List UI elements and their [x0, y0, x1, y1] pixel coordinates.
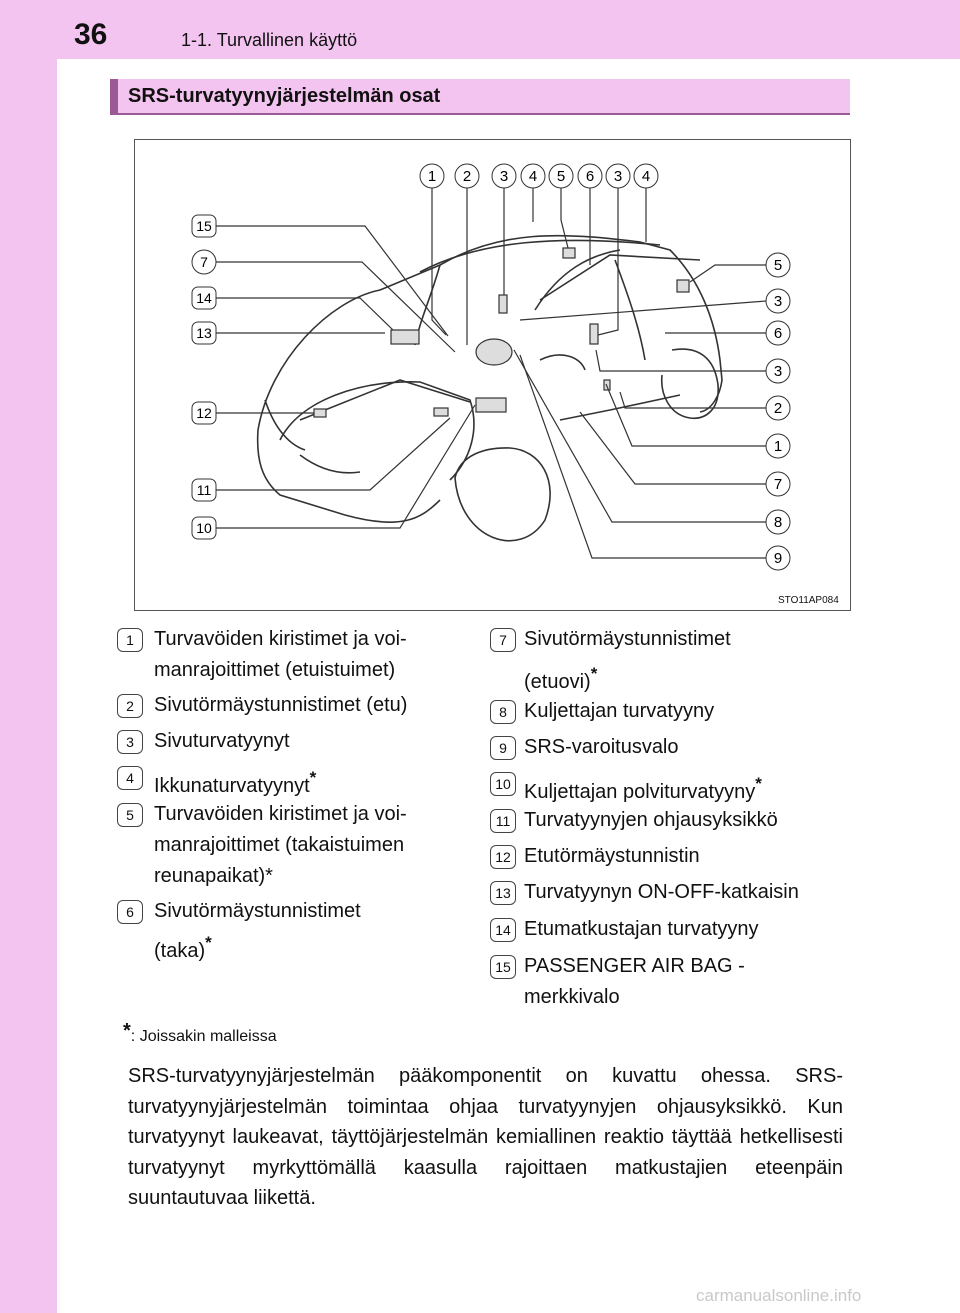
- legend-num-10: 10: [490, 772, 516, 796]
- callout-top-5: 5: [557, 168, 565, 185]
- legend-text-9: SRS-varoitusvalo: [524, 736, 679, 758]
- legend-text-1a: Turvavöiden kiristimet ja voi-: [154, 628, 407, 650]
- callout-right-9: 9: [774, 550, 782, 567]
- legend-text-7b: (etuovi)*: [524, 664, 598, 693]
- airbag-diagram: [134, 139, 851, 611]
- legend-num-5: 5: [117, 803, 143, 827]
- legend-num-4: 4: [117, 766, 143, 790]
- legend-text-13: Turvatyynyn ON-OFF-katkaisin: [524, 881, 799, 903]
- legend-text-14: Etumatkustajan turvatyyny: [524, 918, 759, 940]
- left-callouts: 15 7 14 13 12 11 10: [191, 214, 476, 540]
- side-strip: [0, 0, 57, 1313]
- top-callouts: 1 2 3 4 5 6 3 4: [419, 163, 659, 345]
- legend-text-11: Turvatyynyjen ohjausyksikkö: [524, 809, 778, 831]
- component-rear-belt-2: [676, 279, 690, 293]
- legend-num-6: 6: [117, 900, 143, 924]
- legend-text-1b: manrajoittimet (etuistuimet): [154, 659, 396, 681]
- section-header: SRS-turvatyynyjärjestelmän osat: [110, 79, 850, 115]
- section-accent: [110, 79, 118, 113]
- legend-text-5c: reunapaikat)*: [154, 865, 273, 887]
- component-switch: [390, 329, 420, 345]
- callout-right-8: 8: [774, 514, 782, 531]
- callout-right-2: 2: [774, 400, 782, 417]
- section-title: SRS-turvatyynyjärjestelmän osat: [128, 85, 441, 107]
- legend-text-2: Sivutörmäystunnistimet (etu): [154, 694, 408, 716]
- figure-code: STO11AP084: [778, 595, 839, 606]
- legend-num-13: 13: [490, 881, 516, 905]
- legend-num-8: 8: [490, 700, 516, 724]
- legend-text-10: Kuljettajan polviturvatyyny*: [524, 774, 762, 803]
- callout-top-2: 2: [463, 168, 471, 185]
- callout-right-3: 3: [774, 293, 782, 310]
- callout-top-4: 4: [529, 168, 537, 185]
- legend-text-4: Ikkunaturvatyynyt*: [154, 768, 317, 797]
- legend-text-5b: manrajoittimet (takaistuimen: [154, 834, 405, 856]
- callout-right-6: 6: [774, 325, 782, 342]
- callout-left-14: 14: [196, 290, 212, 306]
- legend-num-3: 3: [117, 730, 143, 754]
- callout-right-7: 7: [774, 476, 782, 493]
- callout-left-12: 12: [196, 405, 212, 421]
- legend-text-7a: Sivutörmäystunnistimet: [524, 628, 731, 650]
- component-side-airbag: [589, 323, 599, 345]
- legend-num-7: 7: [490, 628, 516, 652]
- callout-top-4b: 4: [642, 168, 650, 185]
- callout-right-3b: 3: [774, 363, 782, 380]
- component-pretensioner: [498, 294, 508, 314]
- legend-text-8: Kuljettajan turvatyyny: [524, 700, 715, 722]
- legend-num-2: 2: [117, 694, 143, 718]
- component-sensor: [433, 407, 449, 417]
- legend-num-9: 9: [490, 736, 516, 760]
- legend-text-3: Sivuturvatyynyt: [154, 730, 290, 752]
- callout-left-7: 7: [200, 254, 208, 270]
- legend-text-6a: Sivutörmäystunnistimet: [154, 900, 361, 922]
- watermark: carmanualsonline.info: [696, 1286, 862, 1305]
- component-front-sensor: [313, 408, 327, 418]
- legend-text-6b: (taka)*: [154, 933, 212, 962]
- chapter-title: 1-1. Turvallinen käyttö: [181, 30, 358, 50]
- callout-top-3: 3: [500, 168, 508, 185]
- footnote: *: Joissakin malleissa: [123, 1020, 277, 1045]
- body-paragraph: SRS-turvatyynyjärjestelmän pääkomponenti…: [128, 1065, 843, 1209]
- callout-right-5: 5: [774, 257, 782, 274]
- page-number: 36: [74, 18, 108, 51]
- component-ecu: [475, 397, 507, 413]
- legend-num-1: 1: [117, 628, 143, 652]
- callout-left-11: 11: [197, 482, 212, 498]
- legend-num-11: 11: [490, 809, 516, 833]
- callout-top-1: 1: [428, 168, 436, 185]
- legend-num-14: 14: [490, 918, 516, 942]
- header-band: [57, 0, 960, 59]
- car-outline: [256, 234, 723, 542]
- legend-text-15a: PASSENGER AIR BAG -: [524, 955, 745, 977]
- right-callouts: 5 3 6 3 2 1 7 8 9: [513, 252, 791, 571]
- callout-left-13: 13: [196, 325, 212, 341]
- callout-left-10: 10: [196, 520, 212, 536]
- legend-text-5a: Turvavöiden kiristimet ja voi-: [154, 803, 407, 825]
- legend-num-12: 12: [490, 845, 516, 869]
- legend-text-15b: merkkivalo: [524, 986, 620, 1008]
- legend-num-15: 15: [490, 955, 516, 979]
- callout-right-1: 1: [774, 438, 782, 455]
- callout-top-6: 6: [586, 168, 594, 185]
- component-rear-belt: [562, 247, 576, 259]
- callout-left-15: 15: [196, 218, 212, 234]
- component-steering: [475, 338, 513, 366]
- callout-top-3b: 3: [614, 168, 622, 185]
- components: [313, 247, 690, 418]
- legend-text-12: Etutörmäystunnistin: [524, 845, 700, 867]
